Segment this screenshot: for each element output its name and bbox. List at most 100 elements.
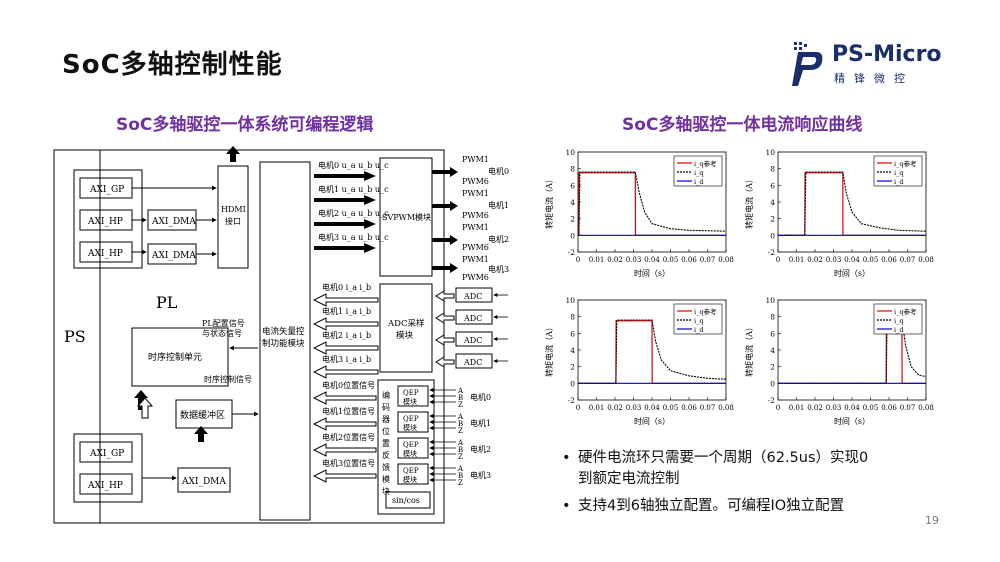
y-tick-label: 6 [770, 329, 775, 338]
motor-uvw-2: 电机2 u_a u_b u_c [318, 208, 389, 218]
left-subtitle: SoC多轴驱控一体系统可编程逻辑 [116, 115, 374, 135]
legend-label: i_d [694, 178, 704, 186]
x-tick-label: 0.06 [681, 256, 697, 264]
x-tick-label: 0.01 [789, 256, 805, 264]
y-tick-label: 8 [770, 165, 775, 174]
x-tick-label: 0.08 [918, 404, 934, 412]
motor-i-0: 电机0 i_a i_b [322, 282, 371, 292]
logo-chinese-name: 精锋微控 [834, 72, 914, 85]
x-tick-label: 0.08 [718, 256, 734, 264]
y-tick-label: 10 [765, 148, 775, 157]
hdmi-label-2: 接口 [225, 216, 241, 226]
hdmi-label-1: HDMI [221, 205, 246, 214]
y-tick-label: -2 [568, 248, 576, 257]
x-tick-label: 0.08 [718, 404, 734, 412]
svg-text:Z: Z [458, 401, 463, 409]
x-tick-label: 0.05 [863, 404, 879, 412]
qep-label-0b: 模块 [403, 397, 417, 406]
motor-label-1: 电机1 [488, 200, 509, 210]
svg-text:B: B [458, 394, 463, 402]
svpwm-label: SVPWM模块 [382, 212, 431, 222]
encoder-char-2: 器 [382, 415, 390, 424]
x-tick-label: 0.07 [900, 404, 916, 412]
adc-label-0: ADC [463, 292, 482, 301]
pwm6-label-0: PWM6 [462, 177, 489, 186]
y-tick-label: 2 [770, 215, 775, 224]
bullet-item: • 硬件电流环只需要一个周期（62.5us）实现0 到额定电流控制 [562, 448, 942, 490]
y-tick-label: 0 [570, 231, 575, 240]
adc-box-2 [455, 331, 493, 347]
qep-box-2 [397, 437, 429, 459]
y-tick-label: 2 [570, 363, 575, 372]
motor-pos-3: 电机3位置信号 [322, 458, 375, 468]
motor-label-2: 电机2 [488, 234, 509, 244]
vector-ctrl-label-1: 电流矢量控 [262, 326, 305, 337]
x-tick-label: 0.07 [900, 256, 916, 264]
series-line-1 [578, 319, 727, 384]
bullet-line: 硬件电流环只需要一个周期（62.5us）实现0 [578, 450, 869, 466]
axi-hp-label-3: AXI_HP [87, 481, 123, 491]
x-tick-label: 0.02 [807, 256, 823, 264]
motor-i-3: 电机3 i_a i_b [322, 354, 371, 364]
legend-label: i_q参考 [894, 307, 917, 316]
encoder-char-4: 置 [382, 439, 390, 448]
encoder-char-0: 编 [382, 390, 390, 400]
x-tick-label: 0.01 [589, 404, 605, 412]
axi-dma-box-3 [177, 467, 231, 493]
x-tick-label: 0.02 [607, 404, 623, 412]
axi-group-bottom [73, 433, 143, 503]
enc-motor-label-3: 电机3 [470, 470, 491, 480]
encoder-box [377, 379, 435, 515]
qep-label-0a: QEP [403, 389, 419, 397]
adc-sample-box [379, 283, 433, 373]
adc-label-3: ADC [463, 358, 482, 367]
buffer-dma-arrow [194, 426, 208, 442]
y-axis-label: 转矩电流（A） [544, 175, 554, 229]
y-axis-label: 转矩电流（A） [544, 323, 554, 377]
y-tick-label: 0 [770, 231, 775, 240]
y-tick-label: 10 [765, 296, 775, 305]
adc-label-2: ADC [463, 336, 482, 345]
y-tick-label: -2 [768, 248, 776, 257]
legend-label: i_d [894, 326, 904, 334]
pl-cfg-label-1: PL配置信号 [202, 318, 245, 328]
x-tick-label: 0.02 [607, 256, 623, 264]
motor-uvw-1: 电机1 u_a u_b u_c [318, 184, 389, 194]
x-tick-label: 0 [576, 404, 580, 412]
pwm1-label-0: PWM1 [462, 155, 489, 164]
pwm6-label-2: PWM6 [462, 243, 489, 252]
y-tick-label: 4 [570, 198, 575, 207]
bullet-dot-icon: • [562, 498, 571, 514]
y-tick-label: 2 [570, 215, 575, 224]
x-tick-label: 0.04 [844, 404, 860, 412]
motor-uvw-0: 电机0 u_a u_b u_c [318, 160, 389, 170]
hdmi-out-arrow [226, 146, 240, 162]
timing-unit-label: 时序控制单元 [148, 351, 202, 363]
encoder-char-3: 位 [382, 426, 390, 436]
x-tick-label: 0.07 [700, 404, 716, 412]
legend-label: i_d [694, 326, 704, 334]
y-tick-label: -2 [768, 396, 776, 405]
series-line-1 [778, 171, 927, 236]
y-tick-label: 6 [570, 181, 575, 190]
svg-text:A: A [457, 387, 464, 395]
pwm6-label-1: PWM6 [462, 211, 489, 220]
pwm1-label-2: PWM1 [462, 223, 489, 232]
svg-text:A: A [457, 413, 464, 421]
ps-micro-logo-mark-icon [792, 42, 823, 86]
x-tick-label: 0.06 [681, 404, 697, 412]
axi-dma-label-3: AXI_DMA [181, 477, 226, 487]
y-tick-label: 2 [770, 363, 775, 372]
y-tick-label: 8 [570, 313, 575, 322]
encoder-char-5: 反 [382, 450, 390, 460]
y-tick-label: 10 [565, 296, 575, 305]
legend-label: i_d [894, 178, 904, 186]
pl-label: PL [156, 293, 178, 312]
logo-name: PS-Micro [832, 42, 942, 67]
vector-ctrl-box [259, 161, 311, 521]
y-tick-label: 4 [570, 346, 575, 355]
axi-dma-label-2: AXI_DMA [151, 251, 196, 261]
vector-ctrl-label-2: 制功能模块 [262, 338, 305, 349]
sincos-label: sin/cos [392, 496, 420, 505]
